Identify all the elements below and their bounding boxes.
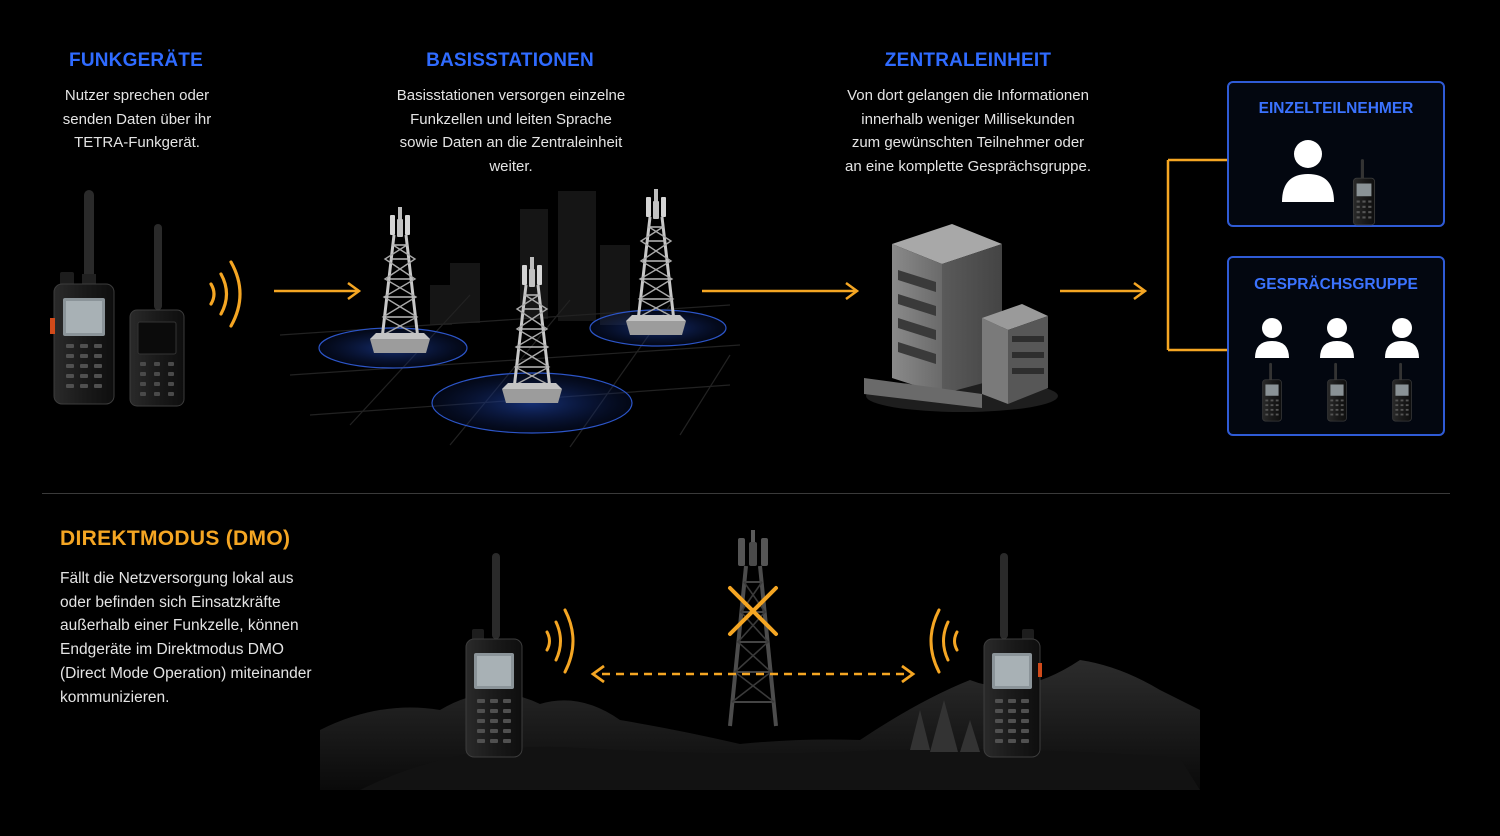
desc-line: Basisstationen versorgen einzelne	[396, 87, 626, 104]
desc-line: Nutzer sprechen oder	[64, 87, 210, 104]
section-divider	[42, 493, 1450, 494]
radio-icon	[50, 190, 185, 407]
person-icon	[1255, 318, 1289, 358]
radio-icon	[1327, 362, 1347, 422]
radio-icon	[983, 553, 1042, 758]
desc-line: sowie Daten an die Zentraleinheit	[399, 134, 623, 151]
basisstationen-description: Basisstationen versorgen einzelne Funkze…	[370, 84, 652, 178]
city-silhouette	[430, 191, 630, 325]
pine-tree-icon	[910, 700, 980, 752]
funkgeraete-description: Nutzer sprechen oder senden Daten über i…	[30, 84, 244, 155]
einzelteilnehmer-box: EINZELTEILNEHMER	[1227, 81, 1445, 227]
desc-line: Von dort gelangen die Informationen	[847, 87, 1089, 104]
desc-line: Endgeräte im Direktmodus DMO	[60, 641, 284, 659]
radio-wave-icon	[545, 608, 575, 674]
mountain-silhouette	[320, 660, 1200, 790]
desc-line: kommunizieren.	[60, 688, 170, 706]
gespraechsgruppe-title: GESPRÄCHSGRUPPE	[1254, 276, 1418, 293]
desc-line: weiter.	[489, 157, 533, 175]
dmo-description: Fällt die Netzversorgung lokal aus oder …	[60, 567, 360, 709]
desc-line: (Direct Mode Operation) miteinander	[60, 664, 312, 682]
person-icon	[1282, 140, 1334, 202]
person-icon	[1320, 318, 1354, 358]
basisstationen-heading: BASISSTATIONEN	[426, 50, 594, 71]
desc-line: Funkzellen und leiten Sprache	[410, 110, 612, 128]
person-icon	[1385, 318, 1419, 358]
base-station-scene	[279, 187, 741, 448]
funkgeraete-heading: FUNKGERÄTE	[69, 50, 203, 71]
zentraleinheit-description: Von dort gelangen die Informationen inne…	[818, 84, 1118, 178]
desc-line: zum gewünschten Teilnehmer oder	[851, 134, 1085, 151]
branch-connector	[1166, 158, 1228, 352]
arrow-right-icon	[274, 281, 362, 301]
desc-line: Fällt die Netzversorgung lokal aus	[60, 570, 294, 587]
dmo-title: DIREKTMODUS (DMO)	[60, 527, 291, 550]
radio-wave-icon	[929, 608, 959, 674]
arrow-right-icon	[1060, 281, 1148, 301]
desc-line: innerhalb weniger Millisekunden	[861, 110, 1075, 128]
desc-line: an eine komplette Gesprächsgruppe.	[845, 157, 1091, 175]
radio-icon	[1392, 362, 1412, 422]
radio-wave-icon	[209, 260, 242, 328]
radio-icon	[1262, 362, 1282, 422]
building-icon	[864, 224, 1058, 412]
arrow-right-icon	[702, 281, 860, 301]
radio-icon	[1352, 158, 1376, 226]
double-arrow-icon	[590, 664, 916, 684]
desc-line: oder befinden sich Einsatzkräfte	[60, 593, 281, 611]
gespraechsgruppe-box: GESPRÄCHSGRUPPE	[1227, 256, 1445, 436]
crossed-out-tower-icon	[728, 530, 778, 727]
einzelteilnehmer-title: EINZELTEILNEHMER	[1258, 100, 1414, 117]
desc-line: senden Daten über ihr	[62, 110, 212, 128]
zentraleinheit-heading: ZENTRALEINHEIT	[884, 50, 1052, 71]
desc-line: außerhalb einer Funkzelle, können	[60, 617, 299, 635]
radio-icon	[465, 553, 523, 758]
desc-line: TETRA-Funkgerät.	[74, 134, 200, 151]
